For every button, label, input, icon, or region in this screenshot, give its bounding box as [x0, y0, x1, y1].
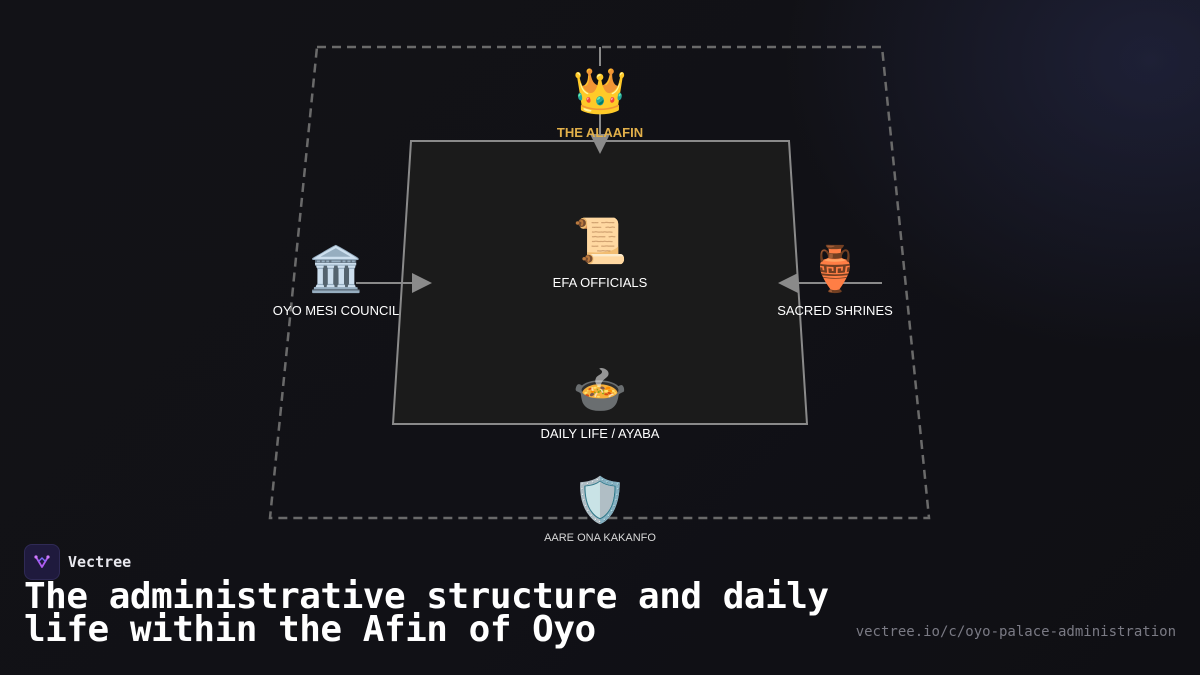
node-oyo-mesi-council: 🏛️ OYO MESI COUNCIL	[273, 244, 399, 318]
shield-icon: 🛡️	[573, 475, 628, 526]
node-kakanfo: 🛡️ AARE ONA KAKANFO	[544, 475, 656, 544]
node-daily-life-label: DAILY LIFE / AYABA	[541, 426, 660, 441]
brand-name: Vectree	[68, 553, 132, 571]
node-efa-officials: 📜 EFA OFFICIALS	[553, 216, 648, 290]
crown-icon: 👑	[573, 66, 628, 117]
scroll-icon: 📜	[573, 216, 628, 267]
node-daily-life: 🍲 DAILY LIFE / AYABA	[541, 365, 660, 441]
pot-of-food-icon: 🍲	[573, 365, 628, 416]
node-kakanfo-label: AARE ONA KAKANFO	[544, 532, 656, 544]
inner-court-region	[391, 140, 809, 425]
amphora-icon: 🏺	[808, 244, 863, 295]
node-efa-label: EFA OFFICIALS	[553, 275, 648, 290]
page-title: The administrative structure and daily l…	[24, 576, 829, 650]
source-url: vectree.io/c/oyo-palace-administration	[855, 624, 1176, 640]
node-alaafin-label: THE ALAAFIN	[557, 125, 643, 140]
classical-building-icon: 🏛️	[309, 244, 364, 295]
node-shrines-label: SACRED SHRINES	[777, 303, 893, 318]
brand: Vectree	[24, 544, 131, 580]
node-oyo-mesi-label: OYO MESI COUNCIL	[273, 303, 399, 318]
node-alaafin: 👑 THE ALAAFIN	[557, 66, 643, 140]
node-sacred-shrines: 🏺 SACRED SHRINES	[777, 244, 893, 318]
vectree-logo-icon	[24, 544, 60, 580]
outer-compound-boundary	[268, 45, 931, 520]
